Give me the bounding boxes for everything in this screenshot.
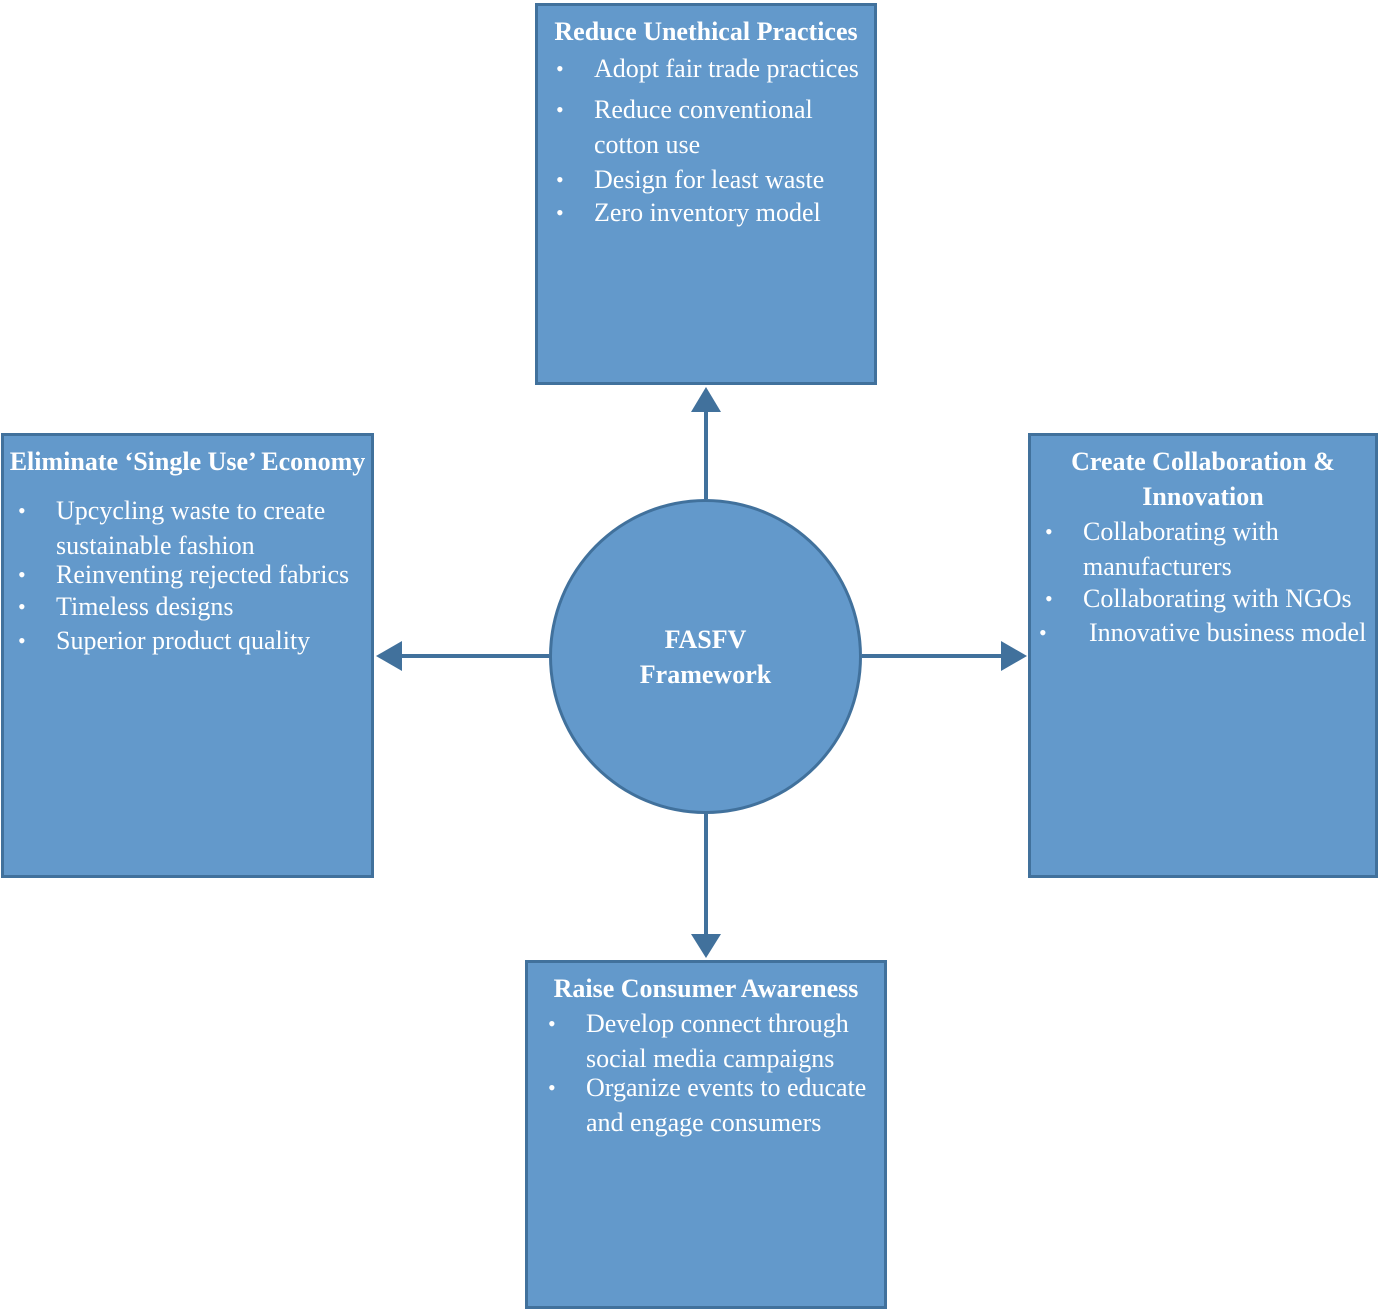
bullet-icon: • <box>1045 586 1053 611</box>
bullet-list: • Collaborating with manufacturers • Colla… <box>1039 514 1375 650</box>
list-item: • Upcycling waste to create sustainable f… <box>18 493 371 563</box>
center-label: FASFV Framework <box>639 624 772 689</box>
list-item: • Innovative business model <box>1039 615 1375 650</box>
bullet-icon: • <box>18 562 26 587</box>
list-item-text: Innovative business model <box>1089 618 1367 647</box>
create-collaboration-innovation-box: Create Collaboration & Innovation • Colla… <box>1028 433 1378 878</box>
bullet-list: • Adopt fair trade practices • Reduce conv… <box>556 51 874 230</box>
bullet-icon: • <box>18 628 26 653</box>
list-item-text: Adopt fair trade practices <box>594 54 859 83</box>
list-item-text: Reinventing rejected fabrics <box>56 560 350 589</box>
box-title: Create Collaboration & Innovation <box>1071 447 1335 511</box>
list-item: • Collaborating with manufacturers <box>1045 514 1375 584</box>
list-item: • Superior product quality <box>18 623 371 658</box>
list-item-text: Collaborating with manufacturers <box>1083 517 1279 581</box>
list-item: • Timeless designs <box>18 589 371 624</box>
bullet-icon: • <box>1039 620 1047 645</box>
list-item: • Organize events to educate and engage c… <box>548 1070 884 1140</box>
bullet-list: • Upcycling waste to create sustainable f… <box>18 493 371 658</box>
arrow-head-right <box>1001 641 1027 671</box>
fasfv-framework-circle: FASFV Framework <box>549 499 862 814</box>
list-item-text: Design for least waste <box>594 165 825 194</box>
bullet-icon: • <box>18 498 26 523</box>
reduce-unethical-practices-box: Reduce Unethical Practices • Adopt fair t… <box>535 3 877 385</box>
bullet-icon: • <box>18 594 26 619</box>
list-item-text: Upcycling waste to create sustainable fa… <box>56 496 326 560</box>
list-item: • Adopt fair trade practices <box>556 51 874 86</box>
list-item-text: Collaborating with NGOs <box>1083 584 1352 613</box>
list-item: • Reduce conventional cotton use <box>556 92 874 162</box>
list-item-text: Develop connect through social media cam… <box>586 1009 849 1073</box>
list-item-text: Timeless designs <box>56 592 234 621</box>
list-item: • Develop connect through social media ca… <box>548 1006 884 1076</box>
bullet-icon: • <box>1045 519 1053 544</box>
list-item: • Design for least waste <box>556 162 874 197</box>
list-item: • Zero inventory model <box>556 195 874 230</box>
raise-consumer-awareness-box: Raise Consumer Awareness • Develop connec… <box>525 960 887 1309</box>
bullet-icon: • <box>548 1075 556 1100</box>
arrow-head-left <box>376 641 402 671</box>
box-title: Eliminate ‘Single Use’ Economy <box>9 447 366 476</box>
bullet-list: • Develop connect through social media ca… <box>548 1006 884 1140</box>
box-title: Raise Consumer Awareness <box>553 974 859 1003</box>
arrow-head-up <box>691 387 721 412</box>
list-item: • Collaborating with NGOs <box>1045 581 1375 616</box>
list-item-text: Organize events to educate and engage co… <box>586 1073 867 1137</box>
arrow-head-down <box>691 934 721 958</box>
list-item-text: Reduce conventional cotton use <box>594 95 813 159</box>
bullet-icon: • <box>556 167 564 192</box>
box-title: Reduce Unethical Practices <box>554 17 858 46</box>
list-item: • Reinventing rejected fabrics <box>18 557 371 592</box>
bullet-icon: • <box>556 56 564 81</box>
eliminate-single-use-economy-box: Eliminate ‘Single Use’ Economy • Upcyclin… <box>1 433 374 878</box>
list-item-text: Superior product quality <box>56 626 311 655</box>
bullet-icon: • <box>556 200 564 225</box>
bullet-icon: • <box>556 97 564 122</box>
list-item-text: Zero inventory model <box>594 198 821 227</box>
bullet-icon: • <box>548 1011 556 1036</box>
